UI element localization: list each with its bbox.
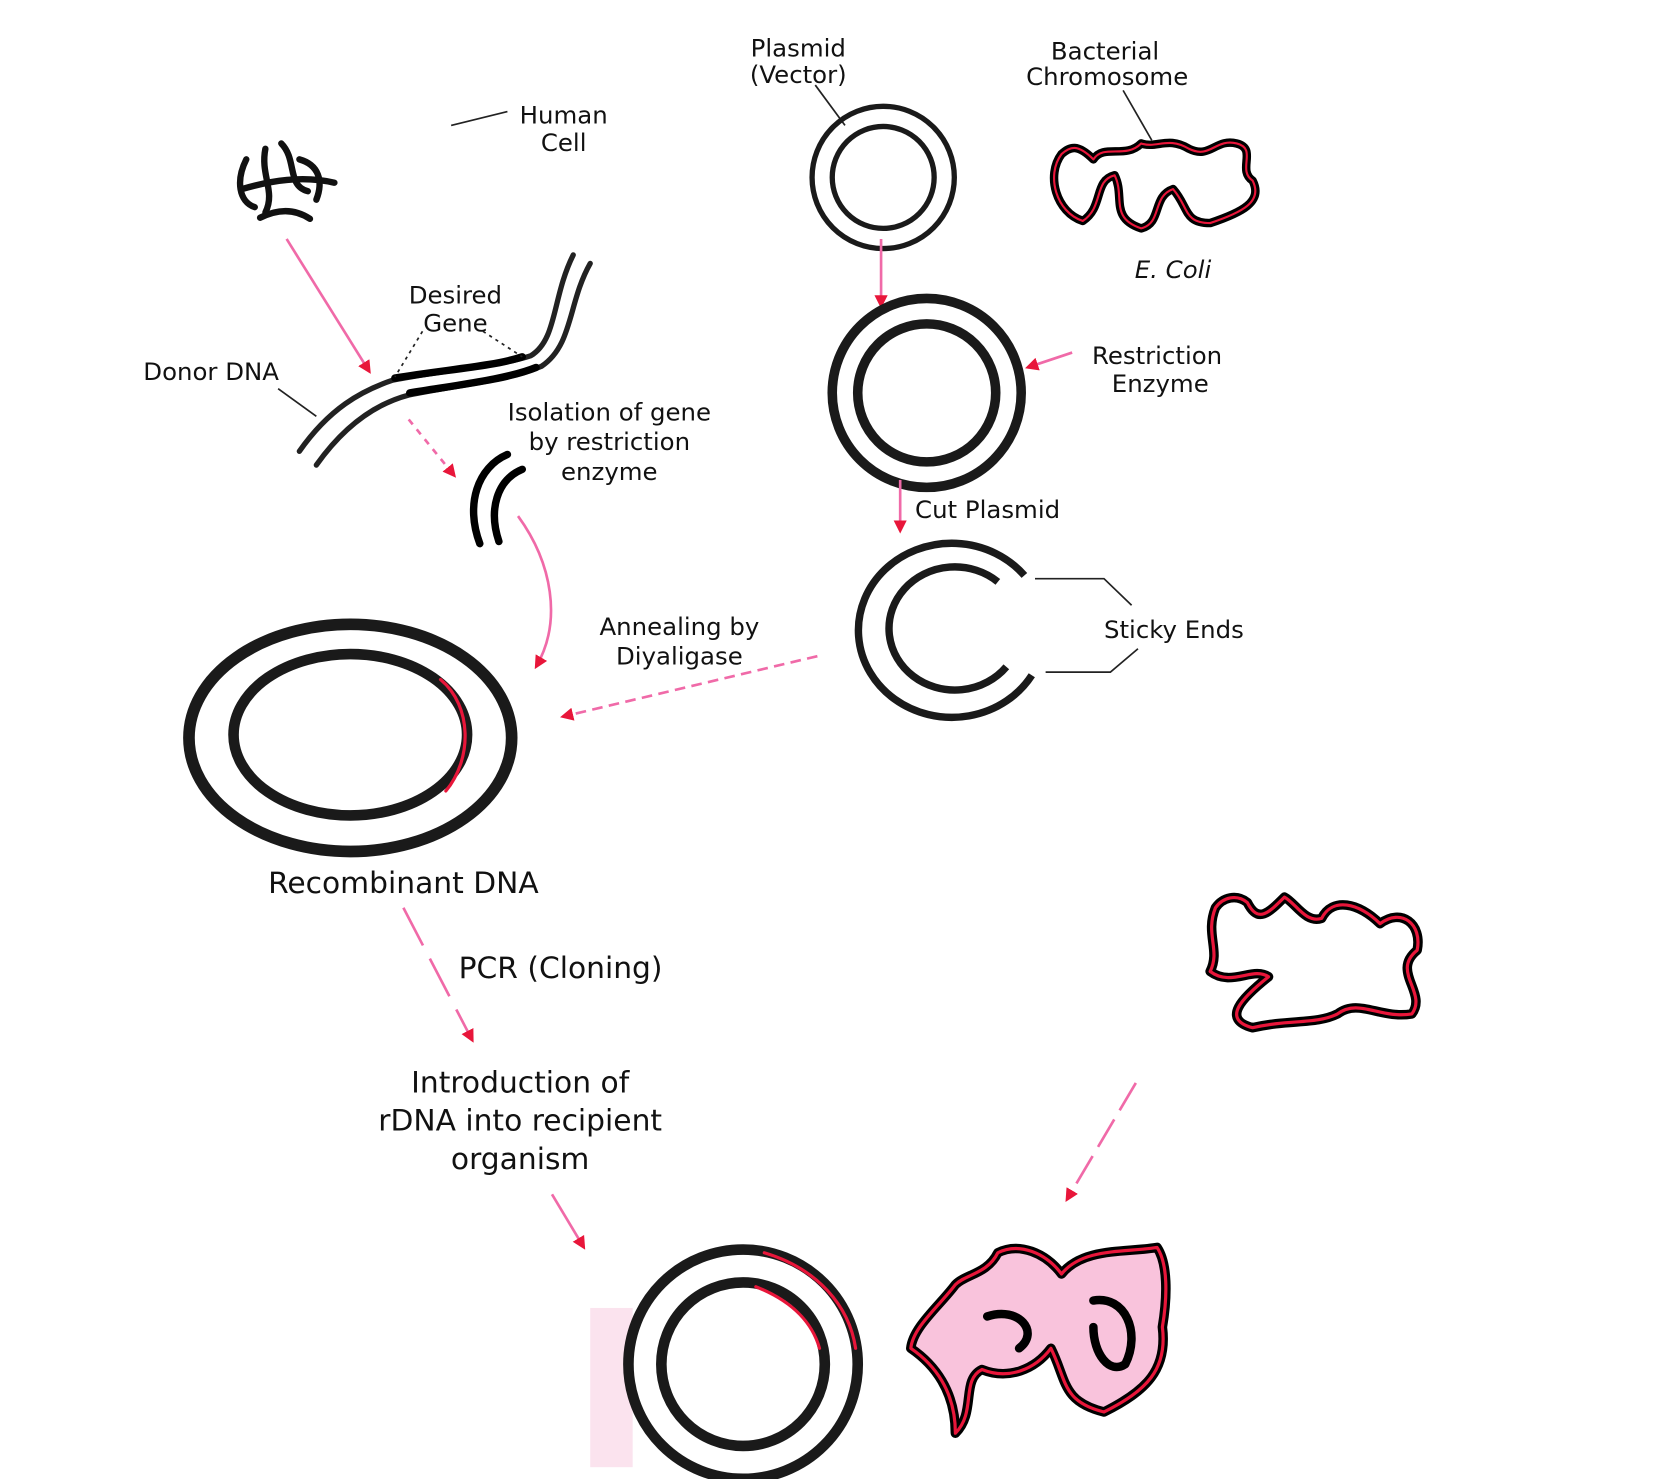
introduction-label-2: rDNA into recipient [378, 1104, 662, 1139]
arrow-gene-to-recombinant [516, 515, 553, 670]
donor-dna-leader [277, 387, 317, 417]
desired-gene-pointer [394, 330, 523, 378]
sticky-ends-label: Sticky Ends [1104, 615, 1244, 644]
plasmid2-outer-ring [827, 293, 1026, 493]
cut-plasmid-label: Cut Plasmid [915, 495, 1060, 524]
restriction-enzyme-label-1: Restriction [1092, 341, 1222, 370]
bacterial-chromosome-label-2: Chromosome [1026, 62, 1188, 91]
isolation-label-3: enzyme [561, 457, 658, 486]
bacterial-chromosome-leader [1122, 89, 1153, 141]
sticky-ends-bracket [1035, 577, 1139, 673]
plasmid-label-1: Plasmid [751, 33, 846, 62]
arrow-pcr [402, 907, 474, 1043]
donor-dna-label: Donor DNA [143, 357, 279, 386]
plasmid-outer-ring [809, 103, 957, 252]
human-cell-chromosomes [236, 140, 338, 223]
plasmid-label-2: (Vector) [750, 60, 847, 89]
bacterial-chromosome [1049, 138, 1260, 233]
human-cell-label-1: Human [520, 100, 608, 129]
arrow-to-recipient [550, 1193, 586, 1250]
recipient-bacterial-chromosome [1205, 892, 1423, 1033]
annealing-label-2: Diyaligase [616, 642, 743, 671]
cut-plasmid-outer-strand [854, 539, 1035, 722]
recipient-rdna-inner-ring [656, 1277, 831, 1452]
introduction-label-1: Introduction of [411, 1065, 631, 1100]
plasmid-inner-ring [829, 123, 937, 232]
pcr-label: PCR (Cloning) [459, 951, 663, 986]
desired-gene-label-2: Gene [423, 308, 487, 337]
isolated-gene-fragment [469, 450, 526, 548]
arrow-to-isolated-gene [407, 418, 457, 478]
introduction-label-3: organism [451, 1142, 589, 1177]
plasmid2-inner-ring [852, 319, 1001, 467]
human-cell-leader [450, 110, 508, 127]
recipient-chromosome [906, 1242, 1171, 1438]
recombinant-dna-label: Recombinant DNA [268, 866, 539, 901]
annealing-label-1: Annealing by [599, 612, 759, 641]
recipient-rdna-highlight [754, 1251, 858, 1350]
restriction-enzyme-label-2: Enzyme [1112, 369, 1209, 398]
e-coli-label: E. Coli [1135, 255, 1212, 284]
recombinant-dna-inner-ring [228, 648, 473, 821]
isolation-label-1: Isolation of gene [508, 398, 711, 427]
bacterial-chromosome-label-1: Bacterial [1051, 37, 1159, 66]
inserted-gene-highlight [438, 677, 467, 793]
human-cell-label-2: Cell [541, 128, 587, 157]
cut-plasmid-inner-strand [885, 563, 1010, 694]
recombinant-dna-outer-ring [183, 618, 518, 858]
desired-gene-segment [391, 353, 540, 397]
arrow-annealing [560, 654, 818, 721]
arrow-chromosome-to-recipient [1065, 1082, 1137, 1202]
isolation-label-2: by restriction [529, 427, 690, 456]
arrow-restriction-enzyme [1025, 351, 1073, 371]
desired-gene-label-1: Desired [409, 281, 502, 310]
arrow-cell-to-dna [285, 238, 371, 374]
